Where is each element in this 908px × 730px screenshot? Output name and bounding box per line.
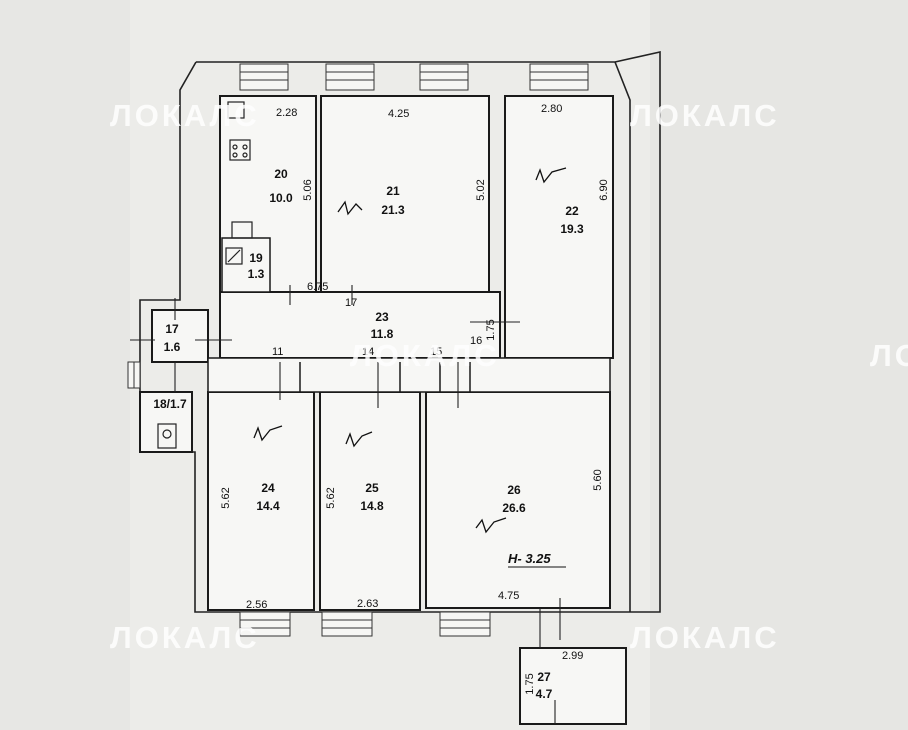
dim-r24-width: 2.56 <box>246 599 267 611</box>
burner-2 <box>242 144 248 150</box>
dim-r21-length: 5.02 <box>475 179 487 200</box>
marker-14: 14 <box>362 346 374 358</box>
room-19-number: 19 <box>249 251 263 265</box>
check-mark-25 <box>345 431 373 448</box>
room-23-outline <box>219 291 501 359</box>
toilet-bowl <box>162 429 172 439</box>
marker-16: 16 <box>470 335 482 347</box>
room-23-number: 23 <box>375 310 389 324</box>
dim-r20-width: 2.28 <box>276 107 297 119</box>
room-22-number: 22 <box>565 204 579 218</box>
watermark-bottom-left: ЛОКАЛС <box>110 620 260 655</box>
toilet-fixture <box>157 423 177 449</box>
room-21-area: 21.3 <box>381 203 405 217</box>
dim-r27-width: 2.99 <box>562 650 583 662</box>
marker-17: 17 <box>345 297 357 309</box>
room-27-number: 27 <box>537 670 551 684</box>
dim-r21-width: 4.25 <box>388 108 409 120</box>
room-21-number: 21 <box>386 184 400 198</box>
ceiling-height-label: H- 3.25 <box>508 551 551 566</box>
windows <box>127 63 589 637</box>
room-22-area: 19.3 <box>560 222 584 236</box>
sink-fixture <box>227 101 245 119</box>
window-bottom-1 <box>239 611 291 637</box>
room-17-number: 17 <box>165 322 179 336</box>
room-17-outline <box>151 309 209 363</box>
stove-fixture <box>229 139 251 161</box>
room-24-outline <box>207 391 315 611</box>
window-bottom-3 <box>439 611 491 637</box>
corridor-band <box>207 357 611 393</box>
window-top-1 <box>239 63 289 91</box>
room-20-area: 10.0 <box>269 191 293 205</box>
room-26-outline <box>425 391 611 609</box>
room-24-number: 24 <box>261 481 275 495</box>
toilet-tank-fixture <box>231 221 253 239</box>
room-22-outline <box>504 95 614 359</box>
room-27-area: 4.7 <box>536 687 553 701</box>
marker-11: 11 <box>272 346 283 358</box>
watermark-bottom-right: ЛОКАЛС <box>630 620 780 655</box>
room-21-outline <box>320 95 490 295</box>
dim-r23-width: 1.75 <box>485 319 497 340</box>
marker-15: 15 <box>430 346 442 358</box>
dim-r25-length: 5.62 <box>325 487 337 508</box>
room-18-outline <box>139 391 193 453</box>
room-25-number: 25 <box>365 481 379 495</box>
burner-3 <box>232 152 238 158</box>
paper-left-shadow <box>0 0 130 730</box>
window-top-3 <box>419 63 469 91</box>
watermark-center: ЛОКАЛС <box>350 338 500 373</box>
room-19-area: 1.3 <box>248 267 265 281</box>
room-18-label: 18/1.7 <box>153 397 187 411</box>
dim-r26-length: 5.60 <box>592 469 604 490</box>
door-marks <box>130 285 561 724</box>
paper-right-shadow <box>650 0 908 730</box>
handwritten-marks <box>253 167 567 534</box>
dim-r20-length: 5.06 <box>302 179 314 200</box>
room-20-number: 20 <box>274 167 288 181</box>
fixtures <box>157 101 253 449</box>
rooms-walls <box>139 95 627 725</box>
dim-r25-width: 2.63 <box>357 598 378 610</box>
check-mark-24 <box>253 425 283 442</box>
burner-1 <box>232 144 238 150</box>
dim-r27-length: 1.75 <box>524 673 536 694</box>
watermark-center-right: ЛОКАЛС <box>870 338 908 373</box>
watermark-top-right: ЛОКАЛС <box>630 98 780 133</box>
outer-wall-top-right <box>196 51 661 613</box>
burner-4 <box>242 152 248 158</box>
shower-fixture <box>225 247 243 265</box>
watermark-top-left: ЛОКАЛС <box>110 98 260 133</box>
inner-wall-right <box>614 61 631 612</box>
window-top-2 <box>325 63 375 91</box>
dim-r26-width: 4.75 <box>498 590 519 602</box>
check-mark-22 <box>535 167 567 184</box>
room-19-outline <box>221 237 271 293</box>
shower-mark <box>227 249 241 263</box>
room-26-area: 26.6 <box>502 501 526 515</box>
room-25-outline <box>319 391 421 611</box>
room-25-area: 14.8 <box>360 499 384 513</box>
dim-r22-length: 6.90 <box>598 179 610 200</box>
dim-r24-length: 5.62 <box>220 487 232 508</box>
check-mark-26 <box>475 517 507 534</box>
room-27-outline <box>519 647 627 725</box>
window-bottom-2 <box>321 611 373 637</box>
room-17-area: 1.6 <box>164 340 181 354</box>
room-24-area: 14.4 <box>256 499 280 513</box>
room-23-area: 11.8 <box>371 327 394 341</box>
dim-r23-length: 6.75 <box>307 281 328 293</box>
window-left <box>127 361 141 389</box>
room-26-number: 26 <box>507 483 521 497</box>
dim-r22-width: 2.80 <box>541 103 562 115</box>
check-mark-21 <box>337 200 363 216</box>
window-top-4 <box>529 63 589 91</box>
outer-wall-left <box>139 61 197 452</box>
